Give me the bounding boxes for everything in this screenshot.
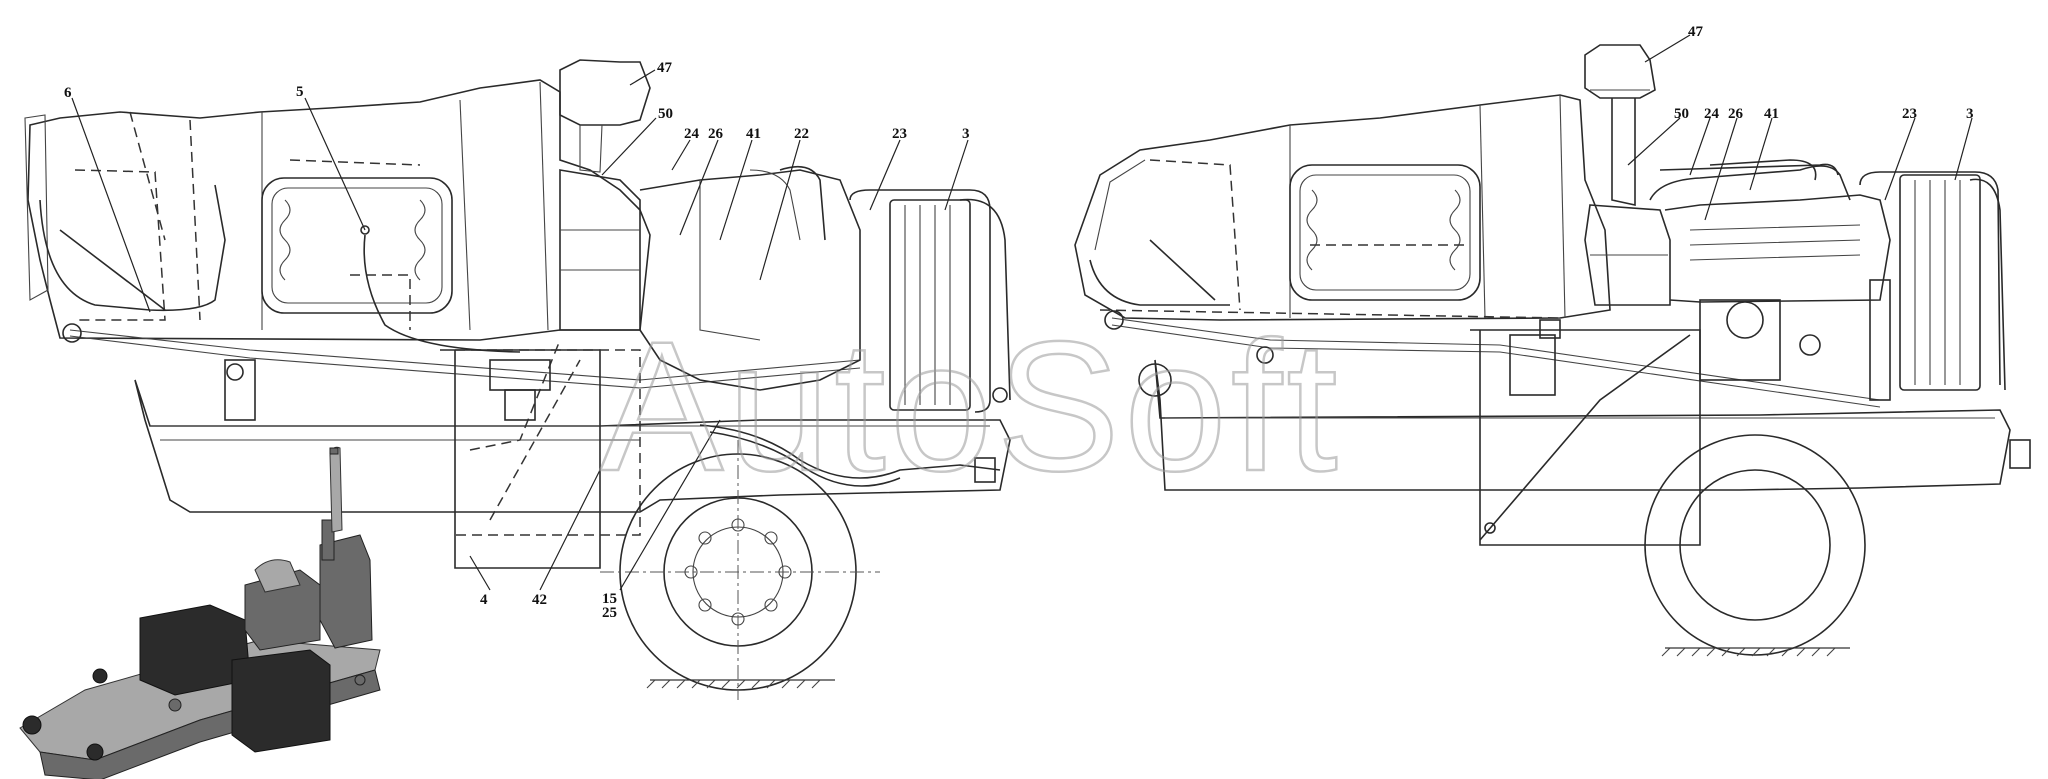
callout-42: 42	[532, 592, 547, 608]
callout-15: 15	[602, 591, 617, 607]
callout-6: 6	[64, 85, 72, 101]
left-side-view	[24, 59, 1011, 700]
callout-41: 41	[746, 126, 761, 142]
callout-3: 3	[1966, 106, 1974, 122]
right-side-view	[1074, 44, 2031, 657]
callout-50: 50	[1674, 106, 1689, 122]
callout-47: 47	[657, 60, 673, 76]
callout-22: 22	[794, 126, 809, 142]
callout-26: 26	[1728, 106, 1744, 122]
right-front-wheel	[1644, 434, 1866, 656]
callout-50: 50	[658, 106, 673, 122]
callout-4: 4	[480, 592, 488, 608]
callout-24: 24	[684, 126, 700, 142]
callout-5: 5	[296, 84, 304, 100]
callout-24: 24	[1704, 106, 1720, 122]
watermark-text: AutoSoft	[600, 304, 1342, 510]
right-callouts: 47 50 24 26 41 23 3	[1627, 24, 1974, 221]
callout-41: 41	[1764, 106, 1779, 122]
callout-23: 23	[892, 126, 907, 142]
callout-3: 3	[962, 126, 970, 142]
callout-26: 26	[708, 126, 724, 142]
left-callouts: 6 5 47 50 24 26 41 22 23 3 4 42 15 25	[64, 60, 970, 621]
callout-23: 23	[1902, 106, 1917, 122]
isometric-chassis-inset	[19, 446, 381, 779]
callout-47: 47	[1688, 24, 1704, 40]
callout-25: 25	[602, 605, 617, 621]
